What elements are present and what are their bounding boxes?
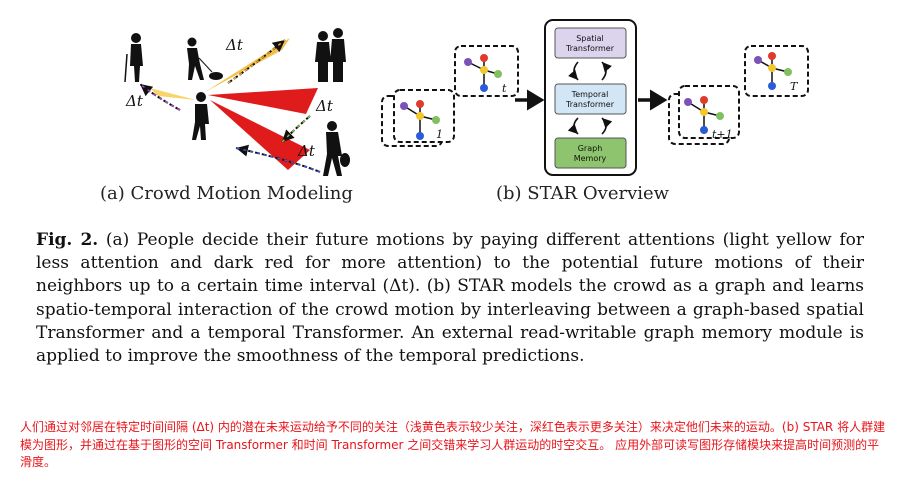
graph-card-input-stack: 1	[381, 89, 455, 147]
pedestrian-couple-icon	[315, 28, 346, 82]
memory-arrow-right	[601, 117, 613, 135]
svg-text:Temporal: Temporal	[571, 90, 609, 99]
dt-label: Δt	[315, 97, 334, 115]
svg-text:Memory: Memory	[574, 154, 607, 163]
graph-card-output-T: T	[744, 45, 809, 97]
svg-text:Graph: Graph	[578, 144, 603, 153]
module-temporal-transformer: Temporal Transformer	[554, 83, 627, 115]
caption-text: (a) People decide their future motions b…	[36, 230, 864, 367]
graph-label: T	[790, 80, 799, 93]
dt-label: Δt	[297, 142, 316, 160]
dt-label: Δt	[225, 36, 244, 54]
figure-2: Δt Δt Δt Δt t	[124, 19, 809, 176]
module-graph-memory: Graph Memory	[554, 137, 627, 169]
pedestrian-center-icon	[192, 92, 209, 140]
module-spatial-transformer: Spatial Transformer	[554, 27, 627, 59]
pedestrian-elderly-icon	[124, 33, 143, 83]
attention-wedge-upper-right	[205, 38, 290, 92]
panel-b-star-overview: t 1 Spatial Transformer Temporal	[381, 19, 809, 176]
attention-wedge-upper	[208, 88, 318, 114]
svg-text:Spatial: Spatial	[576, 34, 604, 43]
dt-label: Δt	[125, 92, 144, 110]
pedestrian-with-dog-icon	[187, 37, 223, 80]
cycle-arrow-right	[601, 61, 612, 81]
attention-wedge-left	[150, 88, 196, 100]
chinese-translation: 人们通过对邻居在特定时间间隔 (Δt) 内的潜在未来运动给予不同的关注（浅黄色表…	[20, 420, 886, 469]
graph-label: t	[502, 82, 507, 95]
graph-label: 1	[436, 128, 443, 141]
svg-text:Transformer: Transformer	[565, 100, 615, 109]
cycle-arrow-left	[568, 61, 579, 81]
motion-arrow-right	[281, 115, 311, 143]
memory-arrow-left	[567, 117, 579, 135]
panel-a-caption: (a) Crowd Motion Modeling	[100, 183, 353, 204]
panel-b-caption: (b) STAR Overview	[496, 183, 670, 204]
attention-wedge-lower	[210, 100, 310, 170]
pedestrian-with-bag-icon	[323, 121, 350, 176]
figure-label: Fig. 2.	[36, 230, 99, 250]
graph-label: t+1	[712, 128, 733, 141]
graph-card-input-t: t	[454, 45, 519, 97]
figure-caption: Fig. 2. (a) People decide their future m…	[36, 229, 864, 368]
svg-text:Transformer: Transformer	[565, 44, 615, 53]
graph-card-output-stack: t+1	[668, 85, 740, 145]
panel-a-crowd-motion: Δt Δt Δt Δt	[124, 28, 350, 176]
